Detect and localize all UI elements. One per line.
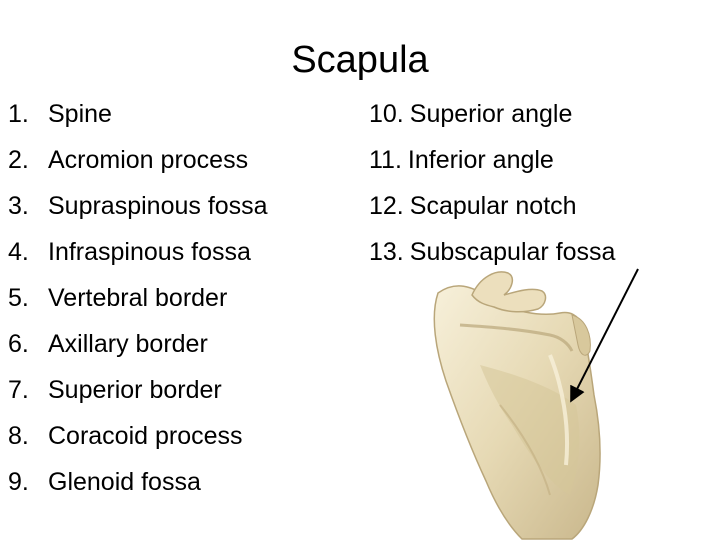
list-item: 10.Superior angle [369, 91, 615, 137]
item-label: Supraspinous fossa [48, 192, 268, 220]
item-number: 7. [8, 376, 29, 404]
item-number: 8. [8, 422, 29, 450]
item-label: Acromion process [48, 146, 249, 174]
item-label: Scapular notch [409, 192, 577, 220]
item-label: Coracoid process [48, 422, 243, 450]
list-item: 11.Inferior angle [369, 137, 615, 183]
list-item: 9. Glenoid fossa [8, 459, 268, 505]
glenoid-region [571, 314, 591, 356]
list-item: 7. Superior border [8, 367, 268, 413]
item-label: Axillary border [48, 330, 208, 358]
item-number: 2. [8, 146, 29, 174]
item-number: 3. [8, 192, 29, 220]
left-label-list: 1. Spine 2. Acromion process 3. Supraspinou… [8, 91, 268, 505]
item-label: Infraspinous fossa [48, 238, 251, 266]
item-number: 1. [8, 100, 29, 128]
item-number: 13. [369, 238, 404, 266]
item-label: Subscapular fossa [409, 238, 616, 266]
fossa-shading [480, 365, 580, 495]
list-item: 5. Vertebral border [8, 275, 268, 321]
acromion-process [471, 271, 547, 313]
item-label: Superior border [48, 376, 222, 404]
list-item: 13.Subscapular fossa [369, 229, 615, 275]
item-number: 9. [8, 468, 29, 496]
item-number: 12. [369, 192, 404, 220]
list-item: 2. Acromion process [8, 137, 268, 183]
item-number: 11. [369, 146, 402, 174]
list-item: 3. Supraspinous fossa [8, 183, 268, 229]
scapula-illustration [433, 268, 639, 540]
pointer-arrow [570, 268, 639, 403]
list-item: 4. Infraspinous fossa [8, 229, 268, 275]
list-item: 8. Coracoid process [8, 413, 268, 459]
right-label-list: 10.Superior angle 11.Inferior angle 12.S… [369, 91, 615, 275]
item-label: Spine [48, 100, 112, 128]
item-label: Glenoid fossa [48, 468, 201, 496]
item-number: 10. [369, 100, 404, 128]
item-number: 4. [8, 238, 29, 266]
list-item: 12.Scapular notch [369, 183, 615, 229]
item-number: 6. [8, 330, 29, 358]
item-label: Vertebral border [48, 284, 228, 312]
item-label: Superior angle [409, 100, 573, 128]
list-item: 6. Axillary border [8, 321, 268, 367]
scapular-spine [459, 323, 574, 352]
slide-title: Scapula [291, 39, 429, 81]
list-item: 1. Spine [8, 91, 268, 137]
item-label: Inferior angle [407, 146, 554, 174]
item-number: 5. [8, 284, 29, 312]
